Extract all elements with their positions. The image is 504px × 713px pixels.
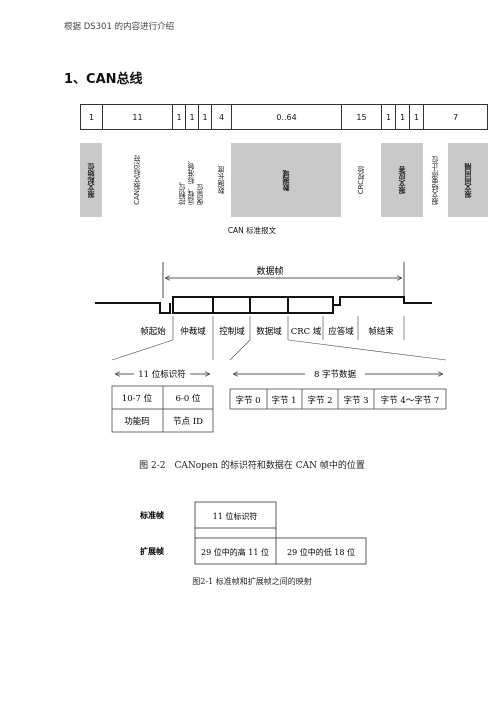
frame-cell-sof: 1 <box>81 105 103 129</box>
frame-cell-ctrl-b: 1 <box>186 105 199 129</box>
figure-2-1-caption: 图2-1 标准帧和扩展帧之间的映射 <box>192 577 312 586</box>
frame-cell-data: 0..64 <box>232 105 342 129</box>
data-frame-label: 数据帧 <box>256 265 283 277</box>
id-cell-function-code: 功能码 <box>124 416 150 427</box>
canopen-frame-diagram: 数据帧 帧起始 仲裁域 控制域 数据域 CRC 域 应答域 帧结束 11 位标识… <box>95 262 447 433</box>
figure-2-2-caption: 图 2-2 CANopen 的标识符和数据在 CAN 帧中的位置 <box>139 461 365 471</box>
frame-cell-eof: 7 <box>452 112 459 122</box>
field-label-data: 数据域 <box>256 326 282 337</box>
label-ack: 报文应答 <box>381 143 423 217</box>
field-label-arbitration: 仲裁域 <box>180 326 206 337</box>
id-cell-node-id: 节点 ID <box>173 417 203 427</box>
field-label-ack: 应答域 <box>328 326 354 337</box>
frame-cell-identifier: 11 <box>103 105 173 129</box>
ext-id-box <box>194 537 367 565</box>
label-data-field: 数据域 <box>231 143 341 217</box>
field-label-eof: 帧结束 <box>368 326 394 337</box>
label-identifier: CAN报文标识符 <box>132 155 141 205</box>
frame-cell-ctrl-a: 1 <box>173 105 186 129</box>
ext-high-bits-text: 29 位中的高 11 位 <box>201 547 269 557</box>
frame-cell-crc: 15 <box>342 105 382 129</box>
id-label: 11 位标识符 <box>138 369 186 380</box>
frame-cell-ack-c: 1 <box>410 105 424 129</box>
byte-4-7: 字节 4～字节 7 <box>381 395 440 406</box>
expand-line-data-left <box>229 339 251 361</box>
std-id-box <box>194 501 277 529</box>
byte-1: 字节 1 <box>271 395 296 406</box>
field-label-crc: CRC 域 <box>291 326 322 337</box>
label-dlc: 数据长度 <box>216 166 225 194</box>
data-label: 8 字节数据 <box>314 369 357 380</box>
page-header: 根据 DS301 的内容进行介绍 <box>64 22 175 32</box>
label-ifs: 报文间间隔 <box>448 143 488 217</box>
frame-field-labels: 报文起始位 CAN报文标识符 控制位、 远程、标准帧、 保留位 数据长度 数据域… <box>80 143 488 217</box>
frame-cell-dlc: 4 <box>212 105 232 129</box>
section-heading: 1、CAN总线 <box>64 72 143 87</box>
byte-0: 字节 0 <box>235 395 260 406</box>
std-frame-label: 标准帧 <box>139 510 164 520</box>
frame-cell-ack-a: 1 <box>382 105 396 129</box>
expand-line-data-right <box>287 339 447 361</box>
ext-frame-label: 扩展帧 <box>140 546 164 556</box>
field-label-sof: 帧起始 <box>140 326 166 337</box>
std-id-text: 11 位标识符 <box>213 511 258 521</box>
field-label-control: 控制域 <box>219 326 245 337</box>
id-cell-bits-low: 6-0 位 <box>176 393 201 404</box>
frame-mapping-diagram: 标准帧 扩展帧 11 位标识符 29 位中的高 11 位 29 位中的低 18 … <box>139 501 367 565</box>
bus-line-left <box>95 302 171 314</box>
fields-rect <box>172 296 334 314</box>
can-frame-table: 1 11 1 1 1 4 0..64 15 1 1 1 7 <box>80 104 488 130</box>
byte-2: 字节 2 <box>307 395 332 406</box>
bus-line-right <box>333 296 432 306</box>
ext-low-bits-text: 29 位中的低 18 位 <box>287 547 355 557</box>
label-control-bits: 控制位、 远程、标准帧、 保留位 <box>178 155 204 205</box>
id-cell-bits-high: 10-7 位 <box>122 393 153 404</box>
byte-3: 字节 3 <box>343 395 368 406</box>
label-sof: 报文起始位 <box>80 143 102 217</box>
expand-line-id-left <box>111 339 174 361</box>
label-crc: CRC校验 <box>356 165 365 195</box>
frame-cell-ctrl-c: 1 <box>199 105 212 129</box>
frame-caption: CAN 标准报文 <box>227 226 277 235</box>
label-eof: 报文结束停止位 <box>431 155 439 205</box>
frame-cell-ack-b: 1 <box>396 105 410 129</box>
